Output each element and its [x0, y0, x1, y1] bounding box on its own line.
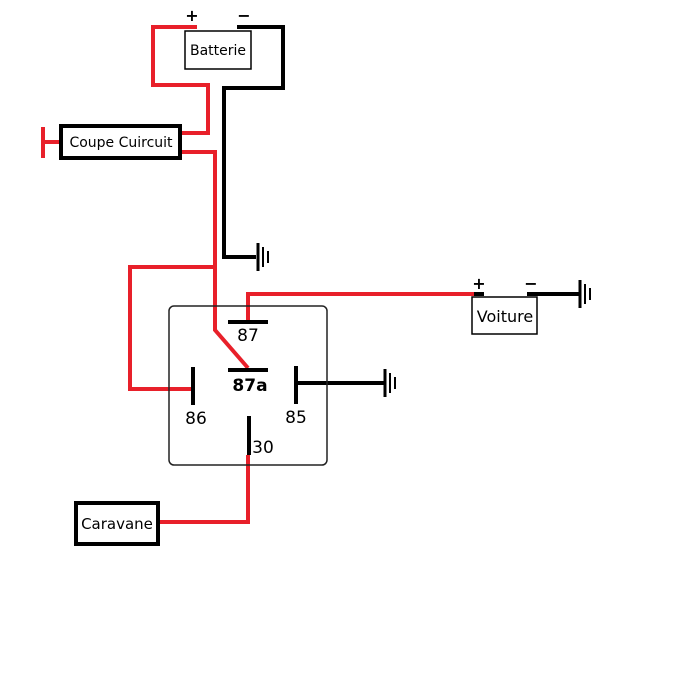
car-plus-sign: +: [472, 274, 485, 293]
pin-87a-label: 87a: [232, 376, 267, 396]
relay: 87 87a 86 85 30: [168, 305, 328, 466]
wire-junction-to-pin-86: [128, 265, 215, 391]
ground-icon-car: [578, 280, 591, 308]
battery-minus-sign: −: [237, 6, 250, 25]
ground-icon-relay: [383, 369, 396, 397]
battery: Batterie + −: [184, 6, 252, 70]
caravan: Caravane: [74, 501, 160, 546]
pin-30-label: 30: [252, 438, 274, 458]
relay-box: [168, 305, 328, 466]
caravan-box: [74, 501, 160, 546]
caravan-label: Caravane: [81, 515, 153, 533]
breaker-box: [59, 124, 182, 160]
battery-box: [184, 30, 252, 70]
wire-pin-87-to-car-positive: [246, 292, 479, 322]
wire-battery-negative-to-ground: [222, 25, 285, 259]
pin-85-label: 85: [285, 408, 307, 428]
pin-86-label: 86: [185, 409, 207, 429]
circuit-breaker: Coupe Cuircuit: [59, 124, 182, 160]
car-label: Voiture: [477, 307, 533, 326]
wire-breaker-to-junction: [181, 150, 217, 267]
car: Voiture + −: [471, 274, 540, 335]
ground-icon-battery: [256, 243, 269, 271]
breaker-label: Coupe Cuircuit: [69, 135, 173, 151]
car-minus-sign: −: [524, 274, 537, 293]
wire-junction-to-pin-87a: [213, 267, 250, 370]
wire-battery-positive-to-breaker: [151, 25, 210, 135]
wire-pin-30-to-caravan: [160, 455, 250, 524]
battery-plus-sign: +: [185, 6, 198, 25]
positive-wires: [41, 25, 479, 524]
battery-label: Batterie: [190, 43, 246, 59]
pin-87-label: 87: [237, 326, 259, 346]
car-box: [471, 296, 538, 335]
